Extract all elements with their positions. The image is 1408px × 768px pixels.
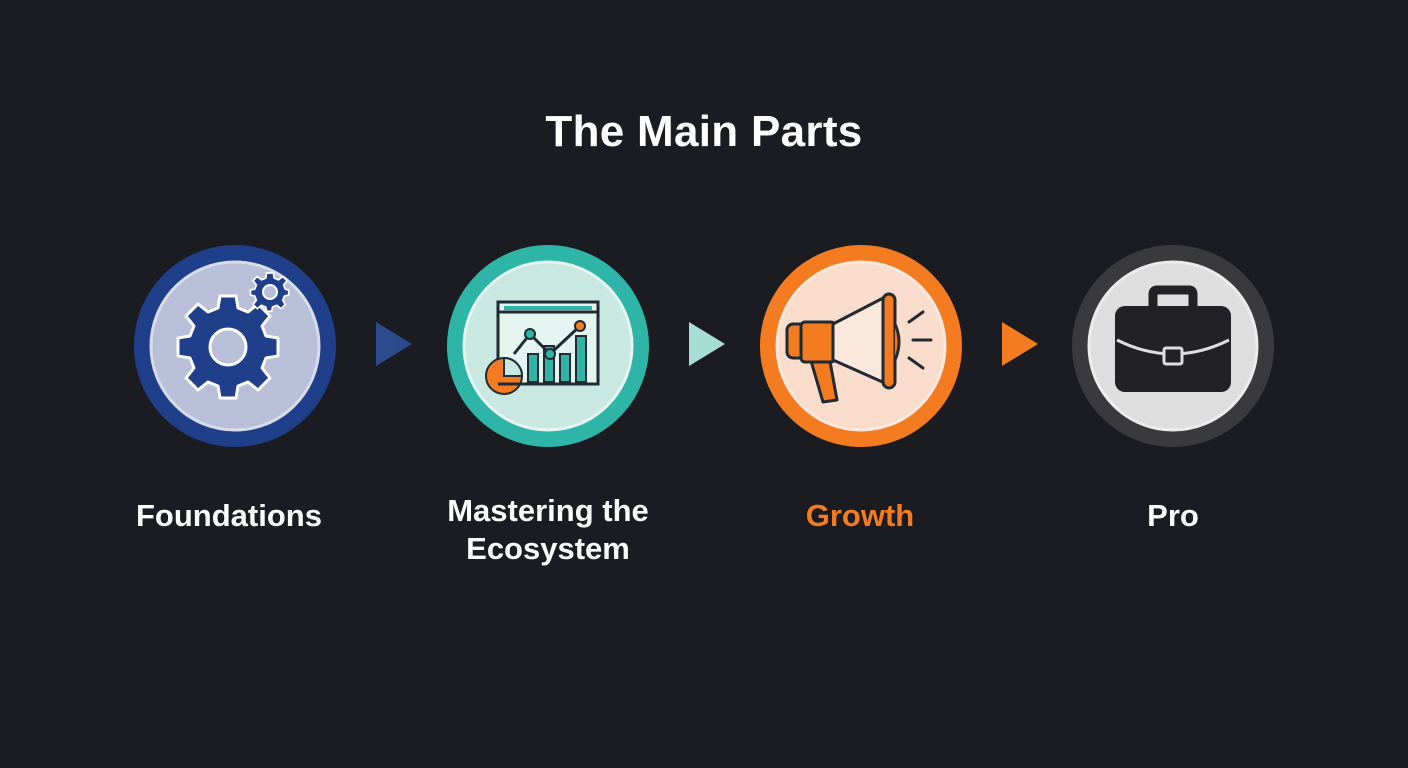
arrow-right-icon bbox=[689, 322, 725, 366]
briefcase-icon bbox=[1072, 245, 1274, 447]
step-label-foundations: Foundations bbox=[136, 498, 322, 533]
step-label-growth: Growth bbox=[805, 498, 915, 533]
page-title: The Main Parts bbox=[545, 107, 863, 156]
step-label-pro: Pro bbox=[1147, 498, 1199, 533]
arrow-right-icon bbox=[376, 322, 412, 366]
step-label-line-2: Ecosystem bbox=[466, 531, 630, 566]
step-mastering-the-ecosystem bbox=[446, 244, 650, 448]
megaphone-icon bbox=[760, 245, 962, 447]
analytics-chart-icon bbox=[447, 245, 649, 447]
gear-icon bbox=[134, 245, 336, 447]
step-foundations bbox=[133, 244, 337, 448]
step-growth bbox=[759, 244, 963, 448]
step-label-mastering-the-ecosystem: Mastering the Ecosystem bbox=[398, 492, 698, 568]
step-label-line-1: Mastering the bbox=[447, 493, 649, 528]
arrow-right-icon bbox=[1002, 322, 1038, 366]
step-pro bbox=[1071, 244, 1275, 448]
